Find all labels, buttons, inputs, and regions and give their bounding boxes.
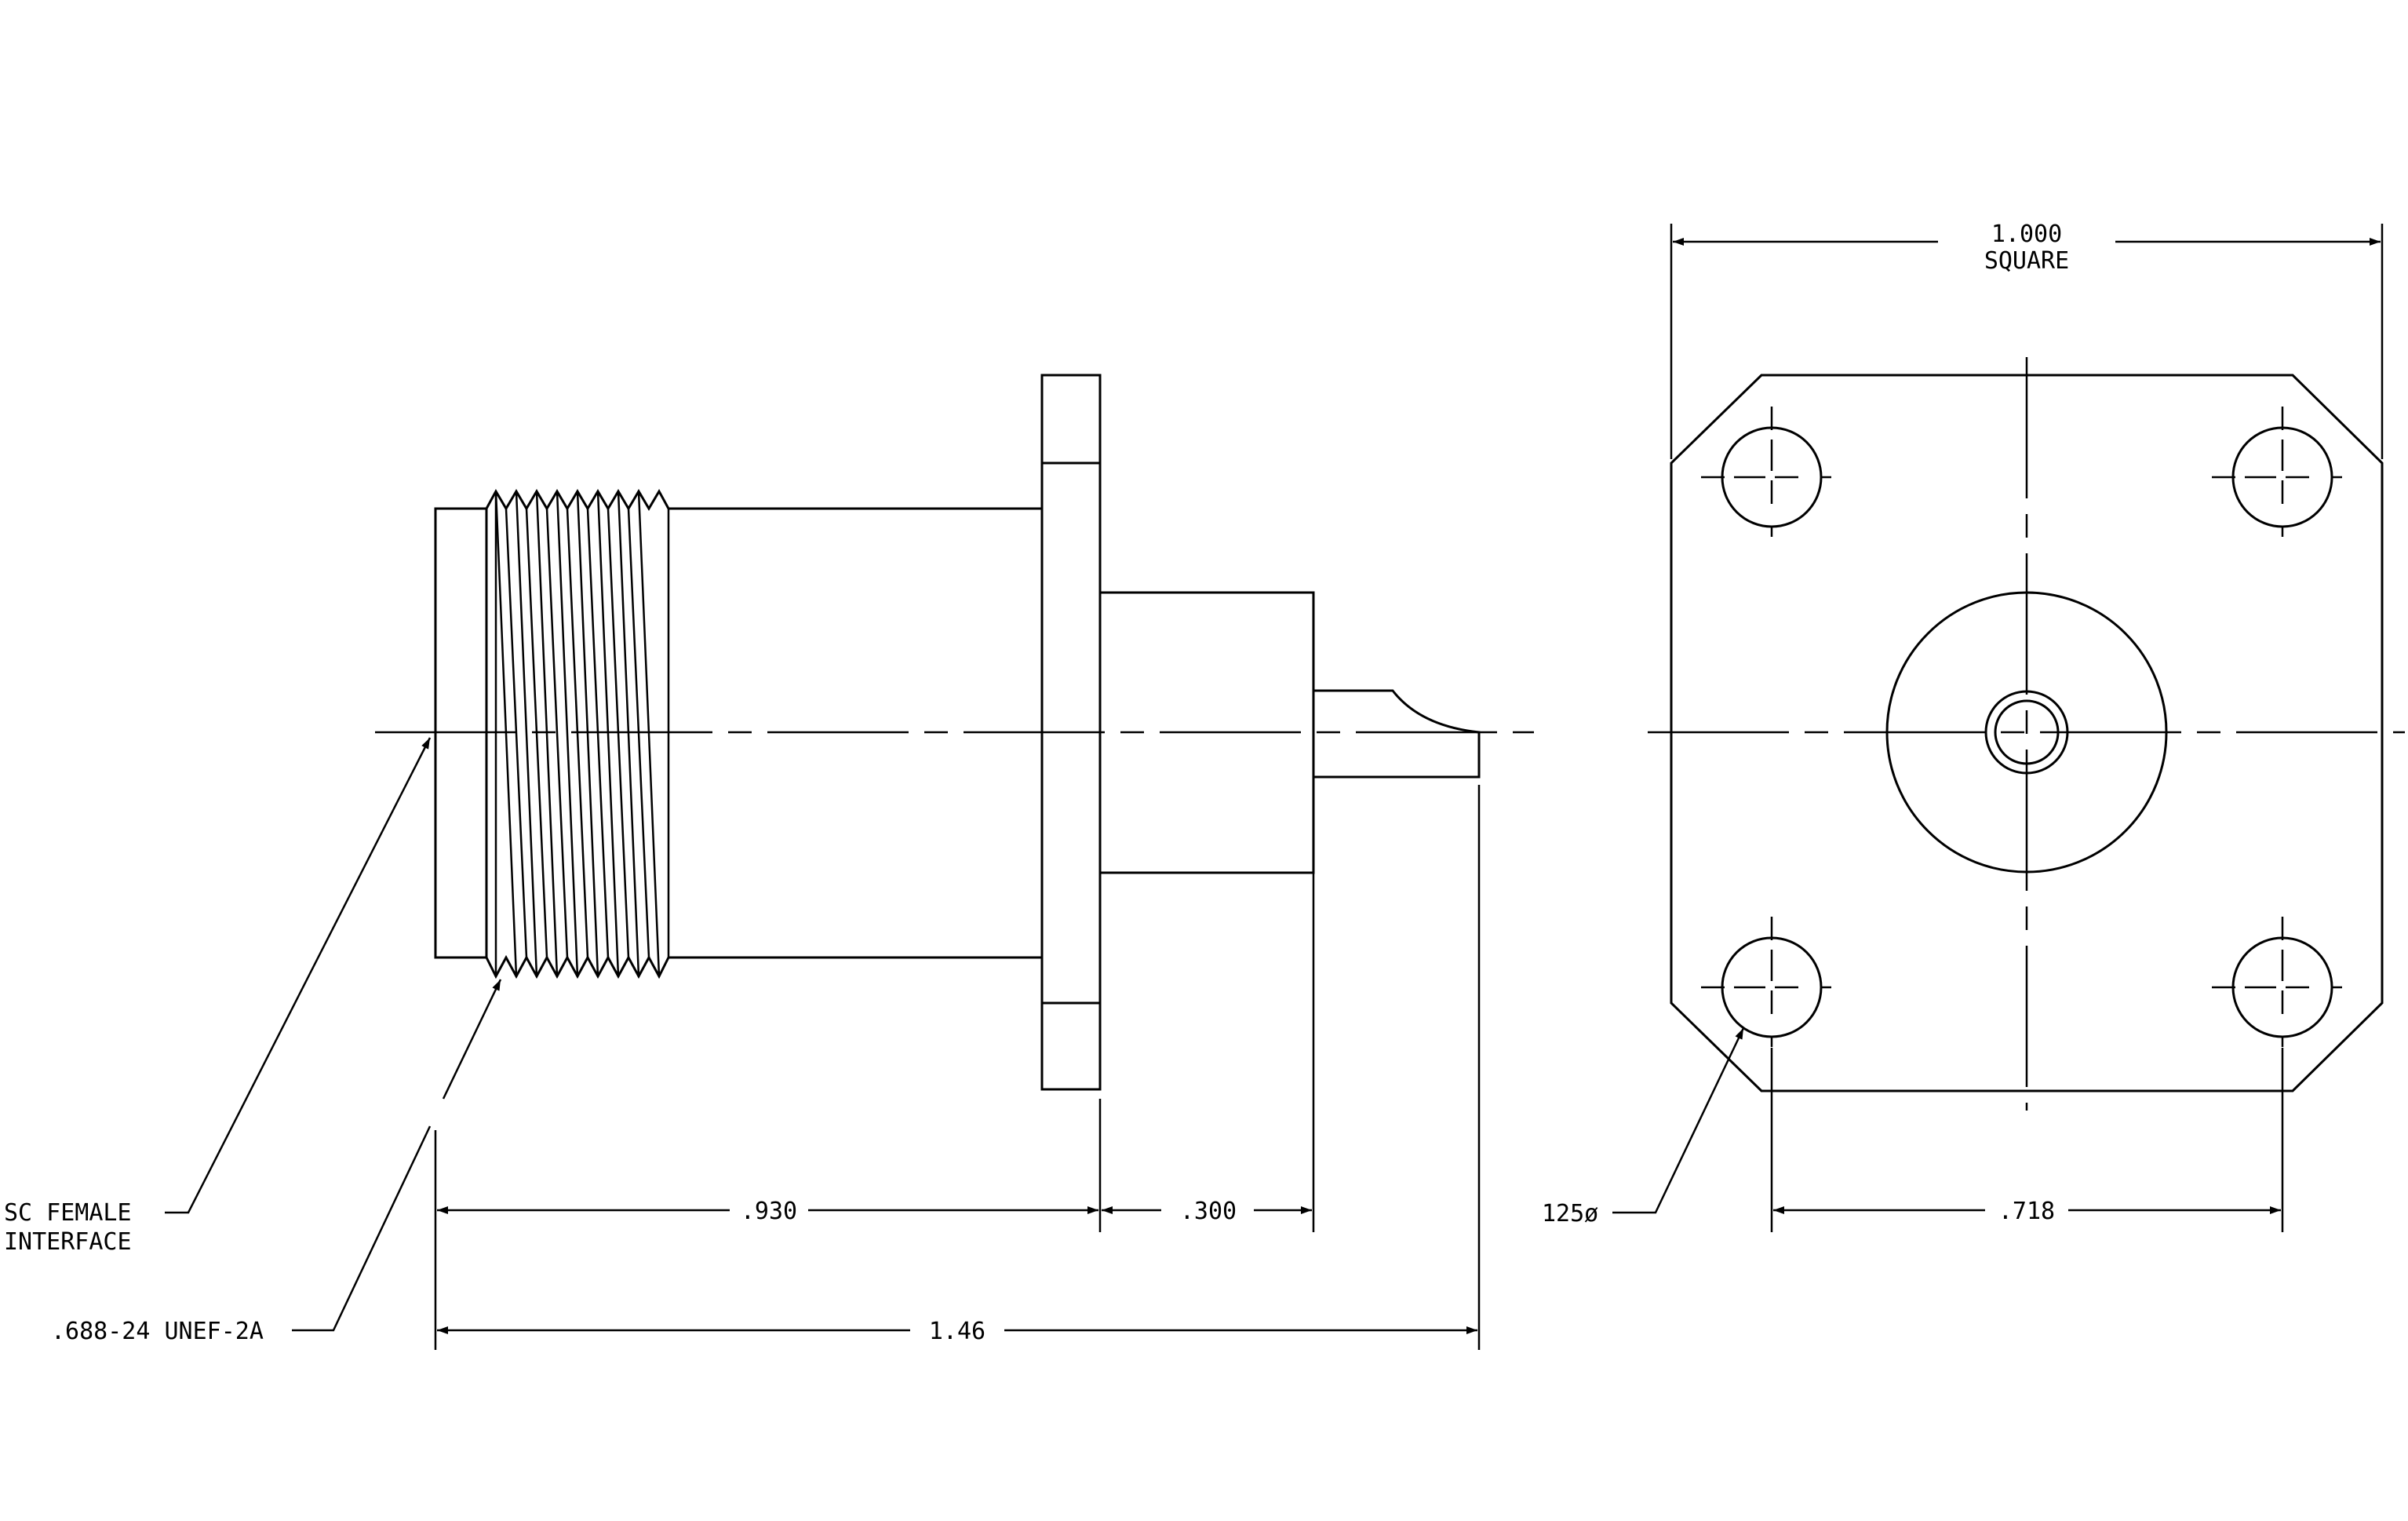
dim-300-label: .300 xyxy=(1180,1198,1237,1225)
side-dimensions: .930 .300 1.46 SC FEMALE INTERFACE .688-… xyxy=(4,737,1481,1350)
contact-outer-circle xyxy=(1984,690,2069,775)
rear-boss xyxy=(1098,591,1315,874)
connector-body xyxy=(668,507,1042,959)
thread-section xyxy=(485,488,670,979)
mounting-hole-br xyxy=(2212,917,2353,1058)
hole-dia-leader xyxy=(1612,1027,1745,1214)
interface-leader xyxy=(165,737,432,1214)
front-dimensions: 1.000 SQUARE .718 125ø xyxy=(1542,221,2384,1232)
dim-1000-label-line2: SQUARE xyxy=(1984,247,2069,275)
front-view xyxy=(1648,357,2405,1111)
thread-spec-label: .688-24 UNEF-2A xyxy=(51,1318,264,1345)
dim-930-label: .930 xyxy=(741,1198,797,1225)
thread-leader-lower xyxy=(292,1125,432,1332)
mounting-hole-tl xyxy=(1701,407,1842,548)
mounting-hole-tr xyxy=(2212,407,2353,548)
thread-leader-upper xyxy=(442,979,502,1100)
dim-146-label: 1.46 xyxy=(929,1318,985,1345)
interface-face xyxy=(434,507,488,959)
flange-square xyxy=(1670,374,2384,1092)
contact-inner-circle xyxy=(1994,699,2060,765)
central-body-circle xyxy=(1885,591,2168,874)
dim-718-label: .718 xyxy=(1998,1198,2055,1225)
side-view xyxy=(375,374,1534,1091)
contact-pin xyxy=(1313,689,1481,779)
sc-female-label-line2: INTERFACE xyxy=(4,1228,132,1256)
dim-1000-label-line1: 1.000 xyxy=(1991,221,2062,248)
mounting-hole-bl xyxy=(1701,917,1842,1058)
sc-female-label-line1: SC FEMALE xyxy=(4,1199,132,1227)
hole-dia-label: 125ø xyxy=(1542,1200,1598,1227)
